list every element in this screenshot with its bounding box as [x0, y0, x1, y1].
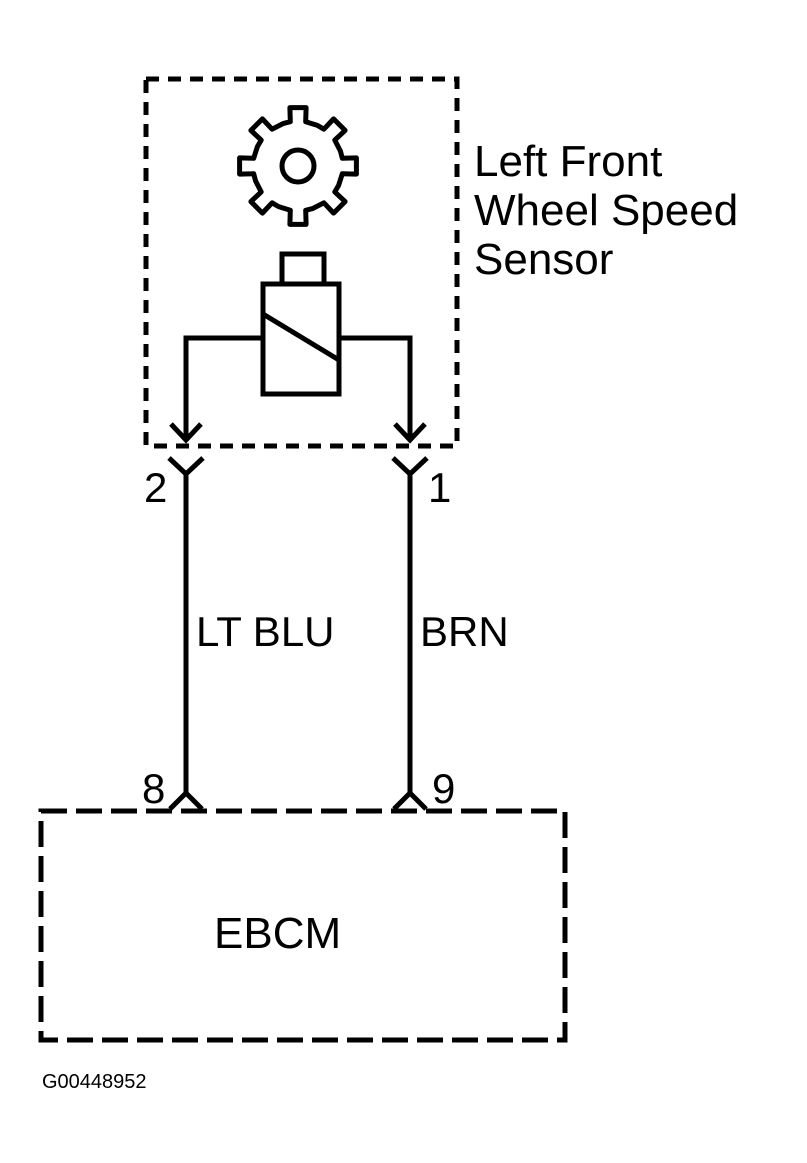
gear-icon — [237, 105, 359, 227]
module-terminal-right — [392, 789, 428, 811]
connector-fork-right — [391, 456, 429, 478]
wire-right-color: BRN — [420, 608, 509, 655]
sensor-lead-left — [183, 335, 263, 440]
sensor-lead-right — [339, 335, 413, 440]
sensor-label-line-2: Wheel Speed — [474, 186, 738, 235]
module-enclosure — [38, 808, 568, 1043]
module-name: EBCM — [214, 909, 341, 958]
connector-arrow-right — [393, 422, 427, 444]
pin-sensor-left: 2 — [144, 464, 167, 511]
sensor-label-line-3: Sensor — [474, 235, 613, 284]
sensor-label-line-1: Left Front — [474, 137, 662, 186]
sensor-label: Left Front Wheel Speed Sensor — [474, 137, 750, 284]
pin-sensor-right: 1 — [428, 464, 451, 511]
wire-left-color: LT BLU — [196, 608, 335, 655]
sensor-body — [260, 251, 342, 397]
module-terminal-left — [168, 789, 204, 811]
sensor-enclosure — [143, 76, 460, 449]
connector-fork-left — [167, 456, 205, 478]
figure-code: G00448952 — [42, 1071, 147, 1093]
connector-arrow-left — [169, 422, 203, 444]
pin-module-right: 9 — [432, 765, 455, 812]
pin-module-left: 8 — [142, 765, 165, 812]
